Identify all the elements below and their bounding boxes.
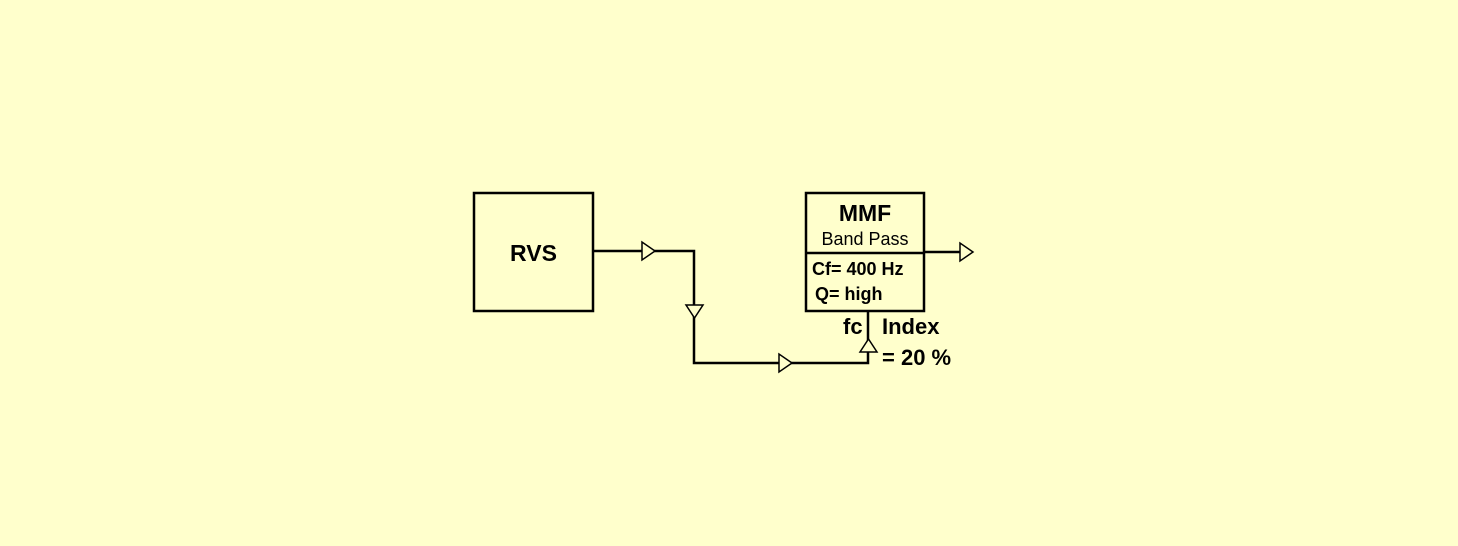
arrow-up-icon: [858, 337, 879, 353]
mmf-output: [924, 241, 975, 263]
signal-wire: [593, 249, 870, 365]
wire-path: [593, 249, 870, 365]
arrow-right-icon: [778, 352, 794, 374]
fc-input-label: fc: [843, 314, 863, 339]
rvs-label: RVS: [510, 240, 557, 266]
mmf-block[interactable]: MMF Band Pass Cf= 400 Hz Q= high: [804, 191, 926, 340]
arrow-down-icon: [684, 304, 705, 320]
arrow-right-icon: [641, 240, 657, 262]
rvs-block[interactable]: RVS: [472, 191, 595, 313]
mmf-cf-param: Cf= 400 Hz: [812, 259, 904, 279]
arrow-right-icon: [959, 241, 975, 263]
modulation-index-value: = 20 %: [882, 345, 951, 370]
modulation-index-label: Index: [882, 314, 940, 339]
mmf-subtitle: Band Pass: [821, 229, 908, 249]
wire-arrows: [641, 240, 879, 374]
mmf-title: MMF: [839, 200, 891, 226]
mmf-q-param: Q= high: [815, 284, 883, 304]
